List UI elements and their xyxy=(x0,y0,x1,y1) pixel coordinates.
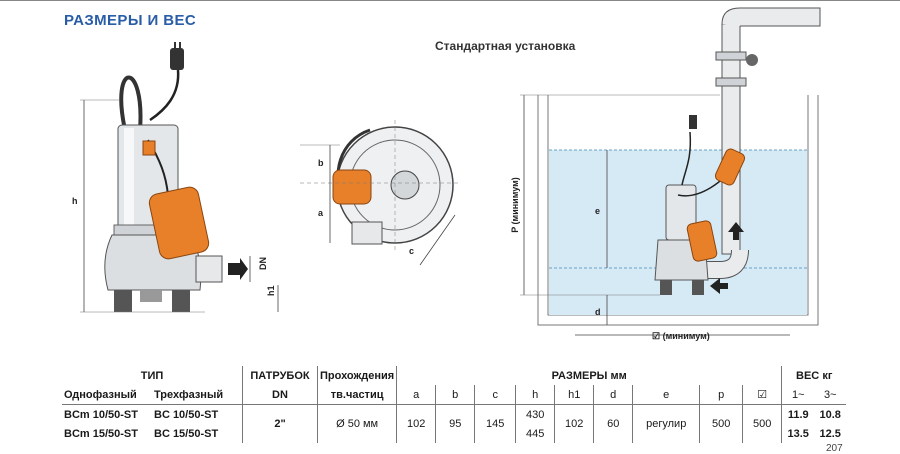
installation-subtitle: Стандартная установка xyxy=(435,39,576,53)
header-weight-unit: кг xyxy=(822,369,833,382)
col-h: h xyxy=(515,385,555,405)
header-passage-2: тв.частиц xyxy=(316,385,397,405)
cell-d: 60 xyxy=(593,404,633,443)
col-w3: 3~ xyxy=(823,388,837,401)
cell-b: 95 xyxy=(435,404,475,443)
row1-three: BC 10/50-ST xyxy=(152,404,243,424)
header-outlet-dn: DN xyxy=(242,385,318,405)
header-dims-label: РАЗМЕРЫ xyxy=(551,369,608,382)
dim-label-p: P (минимум) xyxy=(510,177,520,233)
header-weight: ВЕС кг xyxy=(781,366,847,385)
top-rule xyxy=(0,0,900,1)
header-dims-unit: мм xyxy=(610,369,627,382)
cell-h1: 102 xyxy=(554,404,594,443)
page-title: РАЗМЕРЫ И ВЕС xyxy=(64,12,197,29)
row2-w1: 13.5 xyxy=(781,424,815,443)
cell-p: 500 xyxy=(699,404,743,443)
header-three-phase: Трехфазный xyxy=(154,388,224,401)
row2-h: 445 xyxy=(515,424,555,443)
row2-single: BCm 15/50-ST xyxy=(64,427,138,440)
flow-arrow-icon xyxy=(228,258,248,280)
table-header-row-1: ТИП ПАТРУБОК Прохождения РАЗМЕРЫ мм ВЕС … xyxy=(62,366,847,385)
installation-view: P (минимум) e d ☑ (минимум) xyxy=(510,7,821,341)
dim-label-h: h xyxy=(72,196,78,206)
table-header-row-2: Однофазный Трехфазный DN тв.частиц a b c… xyxy=(62,385,846,405)
cell-dn: 2" xyxy=(242,404,318,443)
cell-a: 102 xyxy=(396,404,436,443)
col-p: p xyxy=(699,385,743,405)
arrow-up-icon xyxy=(728,222,744,240)
dim-label-e: e xyxy=(595,206,600,216)
header-single-phase: Однофазный xyxy=(64,388,137,401)
arrow-left-icon xyxy=(710,278,728,294)
cell-square: 500 xyxy=(742,404,782,443)
row1-single: BCm 10/50-ST xyxy=(62,404,152,424)
col-d: d xyxy=(593,385,633,405)
header-outlet: ПАТРУБОК xyxy=(242,366,318,385)
col-square: ☑ xyxy=(742,385,782,405)
col-a: a xyxy=(396,385,436,405)
dim-label-a: a xyxy=(318,208,324,218)
dim-label-dn: DN xyxy=(258,257,268,270)
technical-drawings: h DN h1 b a c xyxy=(72,7,821,341)
row1-h: 430 xyxy=(515,404,555,424)
plug-icon xyxy=(170,48,184,70)
dim-label-c: c xyxy=(409,246,414,256)
header-dims: РАЗМЕРЫ мм xyxy=(396,366,782,385)
dim-label-min-side: ☑ (минимум) xyxy=(652,331,710,341)
col-c: c xyxy=(474,385,516,405)
header-passage: Прохождения xyxy=(316,366,397,385)
cell-e: регулир xyxy=(632,404,700,443)
row1-w1: 11.9 xyxy=(781,404,815,424)
cell-c: 145 xyxy=(474,404,516,443)
row2-w3: 12.5 xyxy=(819,427,841,440)
cell-passage: Ø 50 мм xyxy=(316,404,397,443)
table-row: BCm 15/50-ST BC 15/50-ST 445 13.5 12.5 xyxy=(62,424,846,443)
dim-label-h1: h1 xyxy=(266,285,276,296)
row1-w3: 10.8 xyxy=(814,404,847,424)
pump-side-view: h DN h1 xyxy=(72,42,279,313)
table-row: BCm 10/50-ST BC 10/50-ST 2" Ø 50 мм 102 … xyxy=(62,404,847,443)
spec-table: ТИП ПАТРУБОК Прохождения РАЗМЕРЫ мм ВЕС … xyxy=(62,366,847,443)
plug-icon xyxy=(689,115,697,129)
row2-three: BC 15/50-ST xyxy=(154,427,219,440)
header-type: ТИП xyxy=(140,369,164,382)
col-h1: h1 xyxy=(554,385,594,405)
col-e: e xyxy=(632,385,700,405)
page-number: 207 xyxy=(826,443,843,454)
dim-label-b: b xyxy=(318,158,324,168)
col-w1: 1~ xyxy=(781,385,815,405)
header-weight-label: ВЕС xyxy=(796,369,820,382)
col-b: b xyxy=(435,385,475,405)
pump-top-view: b a c xyxy=(300,120,460,266)
dim-label-d: d xyxy=(595,307,601,317)
